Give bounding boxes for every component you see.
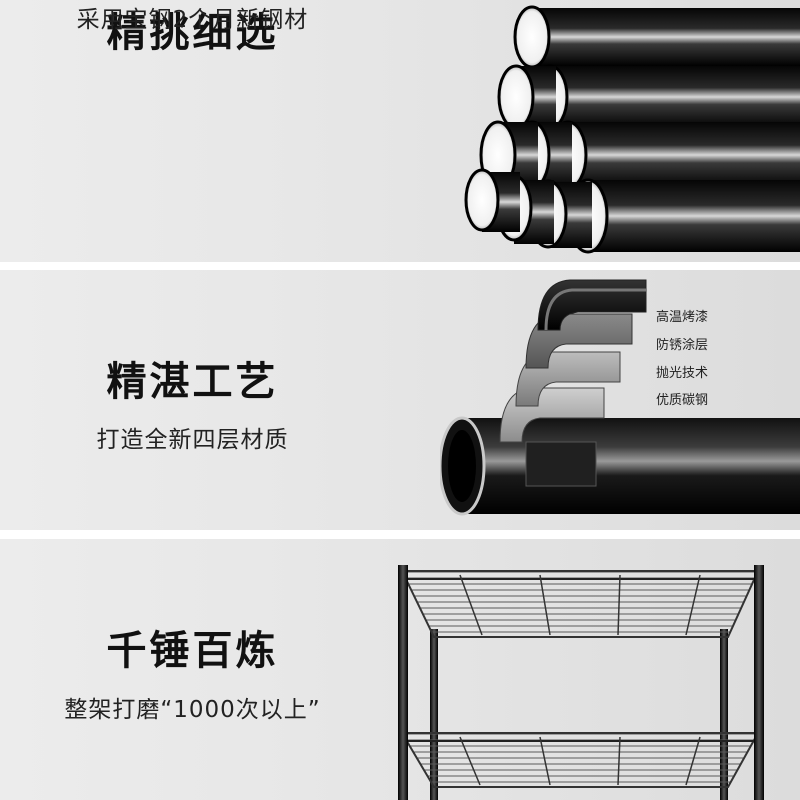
layer-label: 高温烤漆 — [656, 309, 708, 325]
steel-tubes-illustration — [464, 5, 800, 254]
section-subtitle: 整架打磨“1000次以上” — [64, 697, 321, 723]
steel-pipe — [440, 416, 800, 516]
shelf-tier — [400, 732, 760, 788]
section-title: 精挑细选 — [106, 10, 279, 56]
wire-shelf-illustration — [398, 565, 764, 800]
layer-label: 优质碳钢 — [656, 393, 708, 408]
coating-layers-illustration: 高温烤漆 防锈涂层 抛光技术 优质碳钢 — [440, 279, 800, 516]
section-craftsmanship: 高温烤漆 防锈涂层 抛光技术 优质碳钢 — [0, 270, 800, 530]
tube — [531, 64, 800, 130]
section-subtitle: 采用宝钢2个月新钢材 — [76, 7, 309, 33]
layer-label: 抛光技术 — [656, 366, 708, 381]
shelf-post — [754, 565, 764, 800]
tube — [548, 120, 800, 190]
tube — [513, 5, 800, 69]
shelf-tier — [400, 570, 760, 638]
layer-label: 防锈涂层 — [656, 337, 708, 353]
tube — [497, 64, 556, 130]
section-steel-selection — [0, 0, 800, 262]
shelf-post — [430, 629, 438, 800]
tube — [567, 178, 800, 254]
section-title: 精湛工艺 — [106, 359, 279, 405]
shelf-post — [398, 565, 408, 800]
shelf-post — [720, 629, 728, 800]
section-subtitle: 打造全新四层材质 — [96, 427, 289, 453]
section-title: 千锤百炼 — [106, 628, 279, 674]
section-polishing — [0, 539, 800, 800]
layer-shell — [537, 279, 647, 331]
tube — [464, 168, 520, 232]
